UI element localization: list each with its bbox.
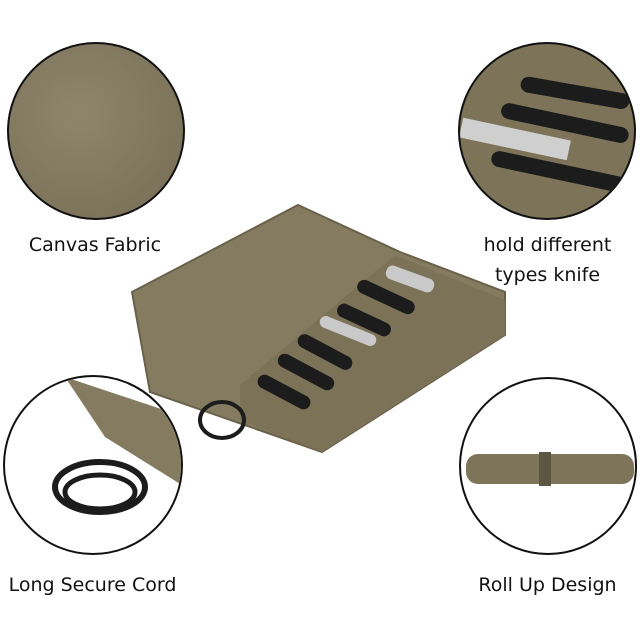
knives-label-line1: hold different <box>483 234 612 256</box>
roll-up-circle <box>459 377 637 555</box>
cord-loop <box>198 400 246 440</box>
cord-detail <box>52 377 181 515</box>
knives-circle <box>458 42 636 220</box>
knives-detail <box>460 76 630 193</box>
knives <box>257 265 435 410</box>
cord-label: Long Secure Cord <box>8 574 177 596</box>
roll-up-label: Roll Up Design <box>478 574 617 596</box>
canvas-fabric-label: Canvas Fabric <box>28 234 162 256</box>
knives-label-line2: types knife <box>494 264 601 286</box>
canvas-fabric-circle <box>7 42 185 220</box>
roll-up-detail <box>466 452 634 486</box>
cord-circle <box>3 375 183 555</box>
